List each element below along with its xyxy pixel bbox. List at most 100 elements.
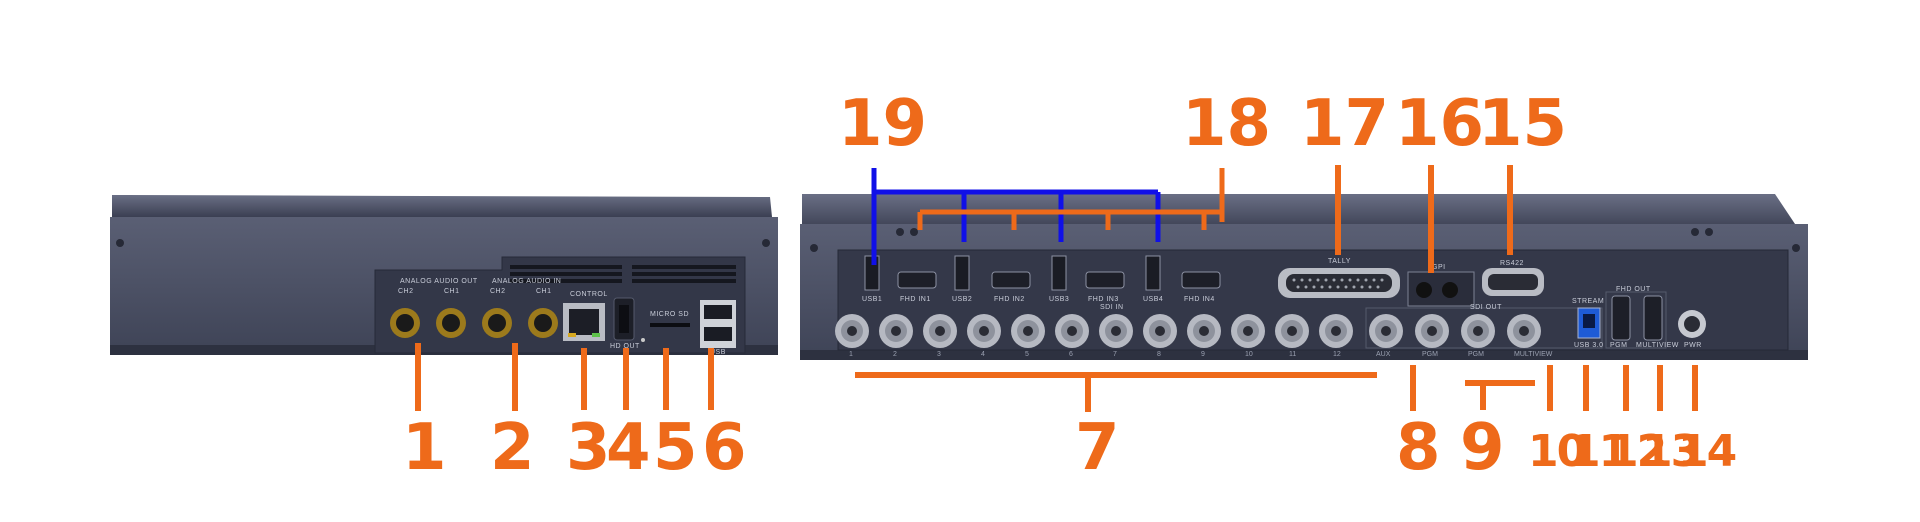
sdi-in-connector-10 bbox=[1231, 314, 1265, 348]
sdi-in-connector-1 bbox=[835, 314, 869, 348]
sdi-in-connector-4 bbox=[967, 314, 1001, 348]
leader-line-6 bbox=[708, 348, 714, 410]
sdi-out-label-item: PGM bbox=[1422, 351, 1438, 358]
sdi-in-connector-2 bbox=[879, 314, 913, 348]
callout-14: 14 bbox=[1678, 426, 1737, 477]
callout-7: 7 bbox=[1075, 411, 1120, 485]
fhd-in1-label: FHD IN1 bbox=[900, 296, 931, 303]
sdi-in-number: 12 bbox=[1333, 351, 1341, 358]
microsd-label: MICRO SD bbox=[650, 311, 689, 318]
left-device: ANALOG AUDIO OUT CH2 CH1 ANALOG AUDIO IN… bbox=[110, 195, 780, 360]
callout-10: 10 bbox=[1528, 426, 1587, 477]
leader-line-17 bbox=[1335, 165, 1341, 255]
analog-in-ch1: CH1 bbox=[536, 288, 552, 295]
sdi-out-connector-1 bbox=[1369, 314, 1403, 348]
right-device: USB1 USB2 USB3 USB4 FHD IN1 FHD IN2 FHD … bbox=[800, 190, 1810, 365]
sdi-in-number: 11 bbox=[1289, 351, 1297, 358]
sdi-in-number: 9 bbox=[1201, 351, 1205, 358]
usb-label: USB bbox=[710, 349, 726, 356]
tally-label: TALLY bbox=[1328, 258, 1351, 265]
bnc-connectors bbox=[835, 314, 1541, 348]
leader-line-14 bbox=[1692, 365, 1698, 411]
rs422-label: RS422 bbox=[1500, 260, 1524, 267]
fhd-out-pgm-label: PGM bbox=[1610, 342, 1628, 349]
analog-out-ch2: CH2 bbox=[398, 288, 414, 295]
leader-line-7 bbox=[1085, 372, 1091, 412]
sdi-out-connector-2 bbox=[1415, 314, 1449, 348]
callout-18: 18 bbox=[1182, 87, 1272, 161]
sdi-in-number: 2 bbox=[893, 351, 897, 358]
sdi-in-number: 4 bbox=[981, 351, 985, 358]
leader-line-1 bbox=[415, 343, 421, 411]
callout-4: 4 bbox=[606, 411, 651, 485]
callout-17: 17 bbox=[1300, 87, 1390, 161]
sdi-in-connector-7 bbox=[1099, 314, 1133, 348]
sdi-out-label-item: AUX bbox=[1376, 351, 1391, 358]
usb30-label: USB 3.0 bbox=[1574, 342, 1604, 349]
callout-6: 6 bbox=[702, 411, 747, 485]
pwr-label: PWR bbox=[1684, 342, 1702, 349]
callout-3: 3 bbox=[566, 411, 611, 485]
leader-line-13 bbox=[1657, 365, 1663, 411]
leader-line-3 bbox=[581, 348, 587, 410]
analog-out-ch1: CH1 bbox=[444, 288, 460, 295]
callout-1: 1 bbox=[402, 411, 447, 485]
callout-15: 15 bbox=[1478, 87, 1568, 161]
sdi-in-number: 6 bbox=[1069, 351, 1073, 358]
sdi-out-connector-3 bbox=[1461, 314, 1495, 348]
leader-line-16 bbox=[1428, 165, 1434, 273]
sdi-in-connector-11 bbox=[1275, 314, 1309, 348]
sdi-out-label-item: PGM bbox=[1468, 351, 1484, 358]
leader-line-10 bbox=[1547, 365, 1553, 411]
sdi-in-connector-5 bbox=[1011, 314, 1045, 348]
gpi-label: GPI bbox=[1432, 264, 1446, 271]
callout-9: 9 bbox=[1460, 411, 1505, 485]
analog-in-ch2: CH2 bbox=[490, 288, 506, 295]
sdi-in-number: 1 bbox=[849, 351, 853, 358]
sdi-in-number: 3 bbox=[937, 351, 941, 358]
leader-line-9 bbox=[1480, 380, 1486, 410]
analog-out-label: ANALOG AUDIO OUT bbox=[400, 278, 478, 285]
fhd-out-multiview-label: MULTIVIEW bbox=[1636, 342, 1679, 349]
sdi-in-label: SDI IN bbox=[1100, 304, 1124, 311]
callout-12: 12 bbox=[1608, 426, 1667, 477]
leader-line-8 bbox=[1410, 365, 1416, 411]
leader-line-7-bracket bbox=[855, 372, 1377, 378]
callout-13: 13 bbox=[1642, 426, 1701, 477]
usb4-label: USB4 bbox=[1143, 296, 1164, 303]
sdi-out-connector-4 bbox=[1507, 314, 1541, 348]
analog-in-label: ANALOG AUDIO IN bbox=[492, 278, 562, 285]
stream-label: STREAM bbox=[1572, 298, 1605, 305]
sdi-in-connector-9 bbox=[1187, 314, 1221, 348]
sdi-in-connector-8 bbox=[1143, 314, 1177, 348]
leader-line-12 bbox=[1623, 365, 1629, 411]
left-device-body bbox=[110, 195, 778, 355]
fhd-in4-label: FHD IN4 bbox=[1184, 296, 1215, 303]
control-label: CONTROL bbox=[570, 291, 608, 298]
sdi-out-label-item: MULTIVIEW bbox=[1514, 351, 1553, 358]
leader-line-5 bbox=[663, 348, 669, 410]
leader-line-4 bbox=[623, 348, 629, 410]
sdi-in-number: 7 bbox=[1113, 351, 1117, 358]
leader-line-2 bbox=[512, 343, 518, 411]
sdi-in-number: 5 bbox=[1025, 351, 1029, 358]
callout-19: 19 bbox=[838, 87, 928, 161]
sdi-in-connector-12 bbox=[1319, 314, 1353, 348]
sdi-in-number: 8 bbox=[1157, 351, 1161, 358]
callout-8: 8 bbox=[1396, 411, 1441, 485]
usb2-label: USB2 bbox=[952, 296, 973, 303]
fhd-in3-label: FHD IN3 bbox=[1088, 296, 1119, 303]
leader-line-15 bbox=[1507, 165, 1513, 255]
fhd-in2-label: FHD IN2 bbox=[994, 296, 1025, 303]
callout-5: 5 bbox=[653, 411, 698, 485]
usb3-label: USB3 bbox=[1049, 296, 1070, 303]
leader-line-9-bracket bbox=[1465, 380, 1535, 386]
hdout-label: HD OUT bbox=[610, 343, 640, 350]
callout-2: 2 bbox=[490, 411, 535, 485]
sdi-in-connector-3 bbox=[923, 314, 957, 348]
usb-bracket bbox=[871, 168, 1161, 265]
fhd-in-bracket bbox=[917, 168, 1225, 230]
usb1-label: USB1 bbox=[862, 296, 883, 303]
leader-line-11 bbox=[1583, 365, 1589, 411]
callout-16: 16 bbox=[1395, 87, 1485, 161]
